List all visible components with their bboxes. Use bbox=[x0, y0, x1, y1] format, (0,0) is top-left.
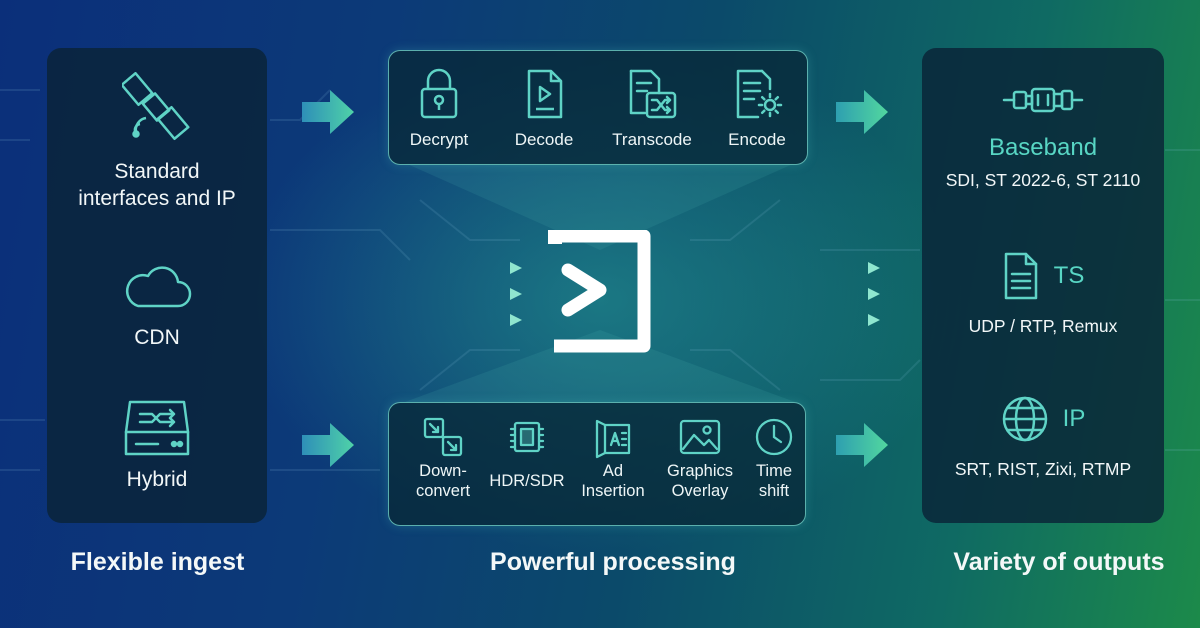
tile-label-line1: HDR/SDR bbox=[489, 472, 565, 490]
arrow-top-to-outputs bbox=[836, 90, 888, 134]
processing-bottom-box: Down- convert HDR/SDR Ad Insertion bbox=[388, 402, 806, 526]
tile-decrypt: Decrypt bbox=[399, 67, 479, 150]
output-item-ip: IP SRT, RIST, Zixi, RTMP bbox=[922, 393, 1164, 480]
arrow-bottom-to-outputs bbox=[836, 423, 888, 467]
chip-icon bbox=[509, 421, 545, 453]
caption-ingest: Flexible ingest bbox=[70, 548, 245, 576]
connector-icon bbox=[1002, 87, 1084, 113]
output-sub: SRT, RIST, Zixi, RTMP bbox=[954, 459, 1132, 479]
ingest-item-hybrid: Hybrid bbox=[47, 398, 267, 493]
tile-label: Transcode bbox=[612, 130, 692, 149]
output-item-ts: TS UDP / RTP, Remux bbox=[922, 250, 1164, 337]
hybrid-device-icon bbox=[124, 400, 190, 456]
tile-label-line2: convert bbox=[415, 482, 471, 500]
output-sub: SDI, ST 2022-6, ST 2110 bbox=[945, 170, 1141, 190]
tile-label: Decrypt bbox=[409, 130, 469, 149]
output-title: IP bbox=[1062, 405, 1086, 432]
caption-processing: Powerful processing bbox=[490, 548, 736, 576]
arrow-ingest-to-bottom bbox=[302, 423, 354, 467]
shuffle-file-icon bbox=[629, 69, 677, 119]
tile-label-line1: Time bbox=[755, 462, 793, 480]
gear-file-icon bbox=[736, 69, 783, 119]
tile-label-line1: Down- bbox=[419, 462, 467, 480]
ingest-label-line2: interfaces and IP bbox=[78, 187, 236, 210]
output-sub: UDP / RTP, Remux bbox=[968, 316, 1118, 336]
tile-label-line2: Overlay bbox=[671, 482, 729, 500]
ingest-label-cdn: CDN bbox=[134, 326, 180, 349]
ingest-label-hybrid: Hybrid bbox=[126, 468, 188, 491]
ad-insertion-icon bbox=[595, 419, 631, 459]
tile-label-line2: shift bbox=[758, 482, 790, 500]
image-icon bbox=[679, 419, 721, 455]
globe-icon bbox=[1002, 396, 1047, 442]
play-file-icon bbox=[527, 69, 563, 119]
tile-decode: Decode bbox=[501, 67, 587, 150]
lock-icon bbox=[420, 68, 458, 119]
ingest-item-cdn: CDN bbox=[47, 260, 267, 351]
output-item-baseband: Baseband SDI, ST 2022-6, ST 2110 bbox=[922, 82, 1164, 191]
output-title: Baseband bbox=[988, 134, 1098, 161]
arrow-ingest-to-top bbox=[302, 90, 354, 134]
downconvert-icon bbox=[423, 417, 463, 457]
tile-ad-insertion: Ad Insertion bbox=[569, 415, 657, 501]
ingest-panel: Standard interfaces and IP CDN Hybrid bbox=[47, 48, 267, 523]
output-title: TS bbox=[1053, 262, 1085, 289]
ingest-label-line1: Standard bbox=[114, 160, 200, 183]
tile-label: Decode bbox=[514, 130, 574, 149]
tile-graphics-overlay: Graphics Overlay bbox=[655, 415, 745, 501]
tile-label-line1: Ad bbox=[602, 462, 624, 480]
ingest-item-standard: Standard interfaces and IP bbox=[47, 72, 267, 212]
tile-transcode: Transcode bbox=[599, 67, 705, 150]
document-icon bbox=[1004, 252, 1037, 300]
satellite-icon bbox=[122, 72, 190, 140]
clock-icon bbox=[755, 418, 793, 456]
brand-logo bbox=[548, 230, 651, 353]
tile-label: Encode bbox=[728, 130, 786, 149]
tile-label-line2: Insertion bbox=[581, 482, 645, 500]
cloud-icon bbox=[125, 266, 192, 308]
outputs-panel: Baseband SDI, ST 2022-6, ST 2110 TS UDP … bbox=[922, 48, 1164, 523]
tile-hdr-sdr: HDR/SDR bbox=[485, 415, 569, 491]
caption-outputs: Variety of outputs bbox=[953, 548, 1165, 576]
tile-label-line1: Graphics bbox=[666, 462, 734, 480]
tile-time-shift: Time shift bbox=[741, 415, 807, 501]
tile-encode: Encode bbox=[715, 67, 799, 150]
tile-downconvert: Down- convert bbox=[397, 415, 489, 501]
processing-top-box: Decrypt Decode Transcode bbox=[388, 50, 808, 165]
